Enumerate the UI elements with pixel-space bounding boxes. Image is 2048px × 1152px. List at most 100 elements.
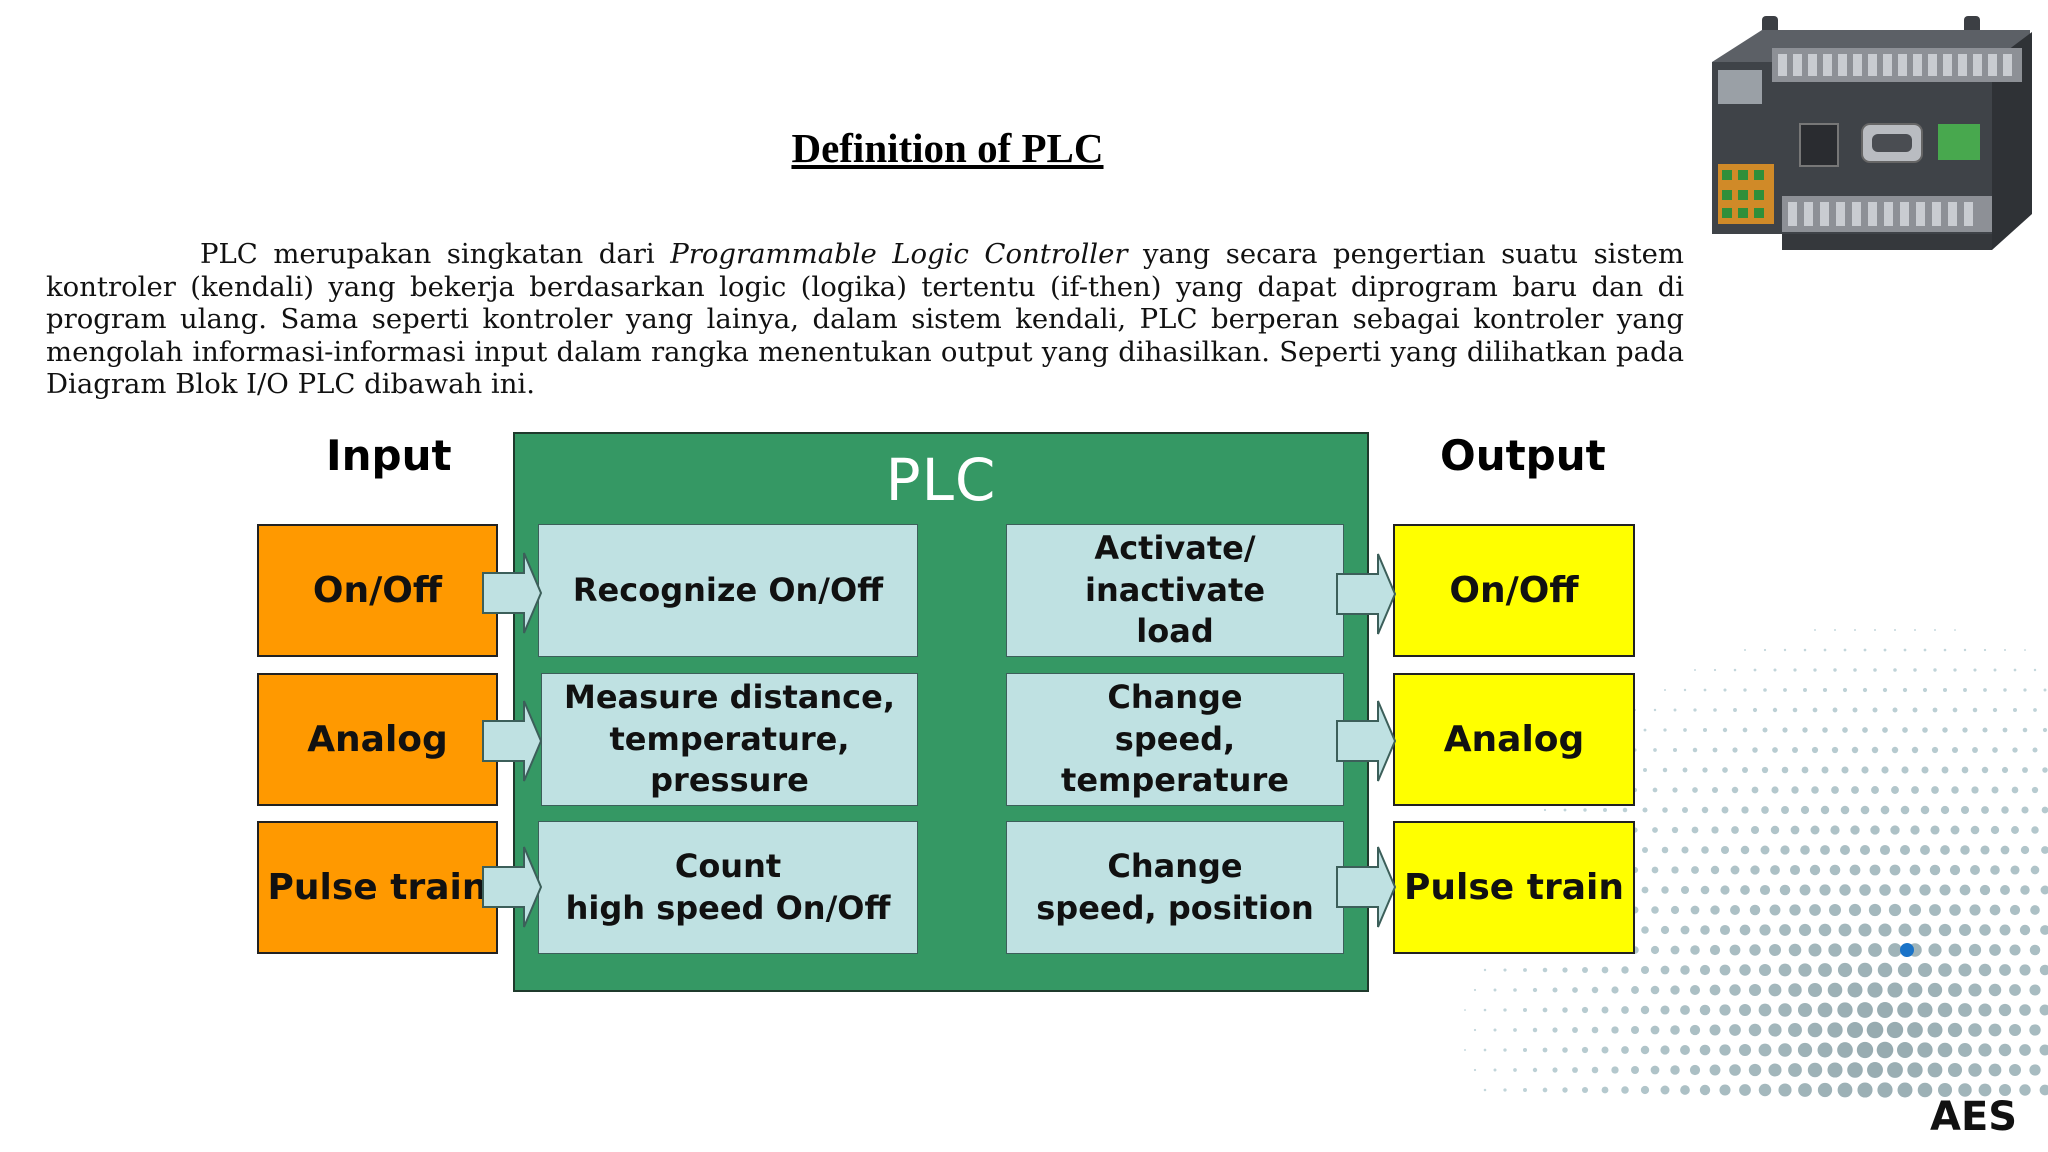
decorative-dot: [1942, 727, 1948, 733]
decorative-dot: [2012, 747, 2018, 753]
decorative-dot: [1927, 1062, 1943, 1078]
decorative-dot: [2022, 767, 2028, 773]
decorative-dot: [1562, 1087, 1568, 1093]
decorative-dot: [2000, 885, 2010, 895]
arrow-right-icon: [482, 700, 543, 782]
decorative-dot: [1699, 1084, 1711, 1096]
process-line: Recognize On/Off: [572, 570, 884, 609]
decorative-dot: [1869, 864, 1881, 876]
decorative-dot: [1958, 963, 1972, 977]
decorative-dot: [1961, 766, 1969, 774]
decorative-dot: [1763, 648, 1767, 652]
decorative-dot: [1888, 943, 1902, 957]
decorative-dot: [1943, 648, 1947, 652]
decorative-dot: [2042, 727, 2048, 733]
decorative-dot: [1881, 766, 1889, 774]
decorative-dot: [2008, 1023, 2022, 1037]
decorative-dot: [1643, 768, 1647, 772]
decorative-dot: [1781, 806, 1789, 814]
decorative-dot: [1772, 707, 1778, 713]
decorative-dot: [1761, 766, 1769, 774]
decorative-dot: [1671, 866, 1679, 874]
decorative-dot: [1591, 986, 1599, 994]
plc-label: PLC: [885, 446, 997, 514]
decorative-dot: [1572, 1067, 1578, 1073]
decorative-dot: [1928, 943, 1942, 957]
decorative-dot: [1631, 986, 1639, 994]
process-line: Measure distance,: [563, 678, 895, 717]
decorative-dot: [1562, 1047, 1568, 1053]
decorative-dot: [1699, 1044, 1711, 1056]
decorative-dot: [1758, 1003, 1772, 1017]
decorative-dot: [1650, 1025, 1660, 1035]
decorative-dot: [1882, 687, 1888, 693]
intro-text-end: yang secara pengertian suatu sistem kont…: [46, 238, 1684, 400]
decorative-dot: [1862, 727, 1868, 733]
decorative-dot: [1701, 846, 1709, 854]
process-line: high speed On/Off: [565, 888, 891, 927]
decorative-dot: [1851, 786, 1859, 794]
decorative-dot: [1680, 965, 1690, 975]
decorative-dot: [1769, 944, 1781, 956]
decorative-dot: [1859, 844, 1871, 856]
decorative-dot: [1640, 1045, 1650, 1055]
decorative-dot: [1782, 727, 1788, 733]
decorative-dot: [1950, 825, 1960, 835]
decorative-dot: [1917, 1002, 1933, 1018]
decorative-dot: [1867, 1062, 1883, 1078]
decorative-dot: [1848, 943, 1862, 957]
process-activate-load: Activate/ inactivate load: [1006, 524, 1344, 657]
decorative-dot: [1963, 648, 1967, 652]
decorative-dot: [1762, 727, 1768, 733]
decorative-dot: [2009, 984, 2021, 996]
decorative-dot: [1700, 925, 1710, 935]
decorative-dot: [1748, 1063, 1762, 1077]
decorative-dot: [1911, 746, 1919, 754]
decorative-dot: [1670, 905, 1680, 915]
decorative-dot: [1743, 688, 1747, 692]
decorative-dot: [1772, 747, 1778, 753]
decorative-dot: [1820, 805, 1830, 815]
decorative-dot: [1882, 727, 1888, 733]
decorative-dot: [1682, 767, 1688, 773]
decorative-dot: [1733, 668, 1737, 672]
decorative-dot: [1983, 648, 1987, 652]
decorative-dot: [1879, 884, 1891, 896]
decorative-dot: [1778, 963, 1792, 977]
decorative-dot: [1692, 747, 1698, 753]
decorative-dot: [1847, 982, 1863, 998]
decorative-dot: [1878, 923, 1892, 937]
decorative-dot: [1831, 786, 1839, 794]
decorative-dot: [1513, 988, 1517, 992]
decorative-dot: [1692, 787, 1698, 793]
decorative-dot: [1768, 1063, 1782, 1077]
decorative-dot: [1834, 629, 1836, 631]
decorative-dot: [1919, 884, 1931, 896]
decorative-dot: [1768, 1023, 1782, 1037]
decorative-dot: [1702, 767, 1708, 773]
decorative-dot: [1712, 747, 1718, 753]
decorative-dot: [1621, 966, 1629, 974]
input-box-on-off: On/Off: [257, 524, 498, 657]
decorative-dot: [1464, 1049, 1466, 1051]
decorative-dot: [1680, 885, 1690, 895]
decorative-dot: [1978, 963, 1992, 977]
decorative-dot: [1920, 805, 1930, 815]
decorative-dot: [1932, 707, 1938, 713]
decorative-dot: [2043, 688, 2047, 692]
decorative-dot: [2003, 648, 2007, 652]
decorative-dot: [1948, 943, 1962, 957]
decorative-dot: [1721, 806, 1729, 814]
process-line: Count: [674, 846, 782, 885]
decorative-dot: [1991, 786, 1999, 794]
decorative-dot: [1857, 1082, 1873, 1098]
decorative-dot: [1788, 943, 1802, 957]
decorative-dot: [1978, 1043, 1992, 1057]
decorative-dot: [1998, 1043, 2012, 1057]
decorative-dot: [1948, 983, 1962, 997]
decorative-dot: [1483, 968, 1487, 972]
decorative-dot: [1583, 808, 1587, 812]
decorative-dot: [1779, 924, 1791, 936]
decorative-dot: [1653, 748, 1657, 752]
decorative-dot: [1680, 1085, 1690, 1095]
